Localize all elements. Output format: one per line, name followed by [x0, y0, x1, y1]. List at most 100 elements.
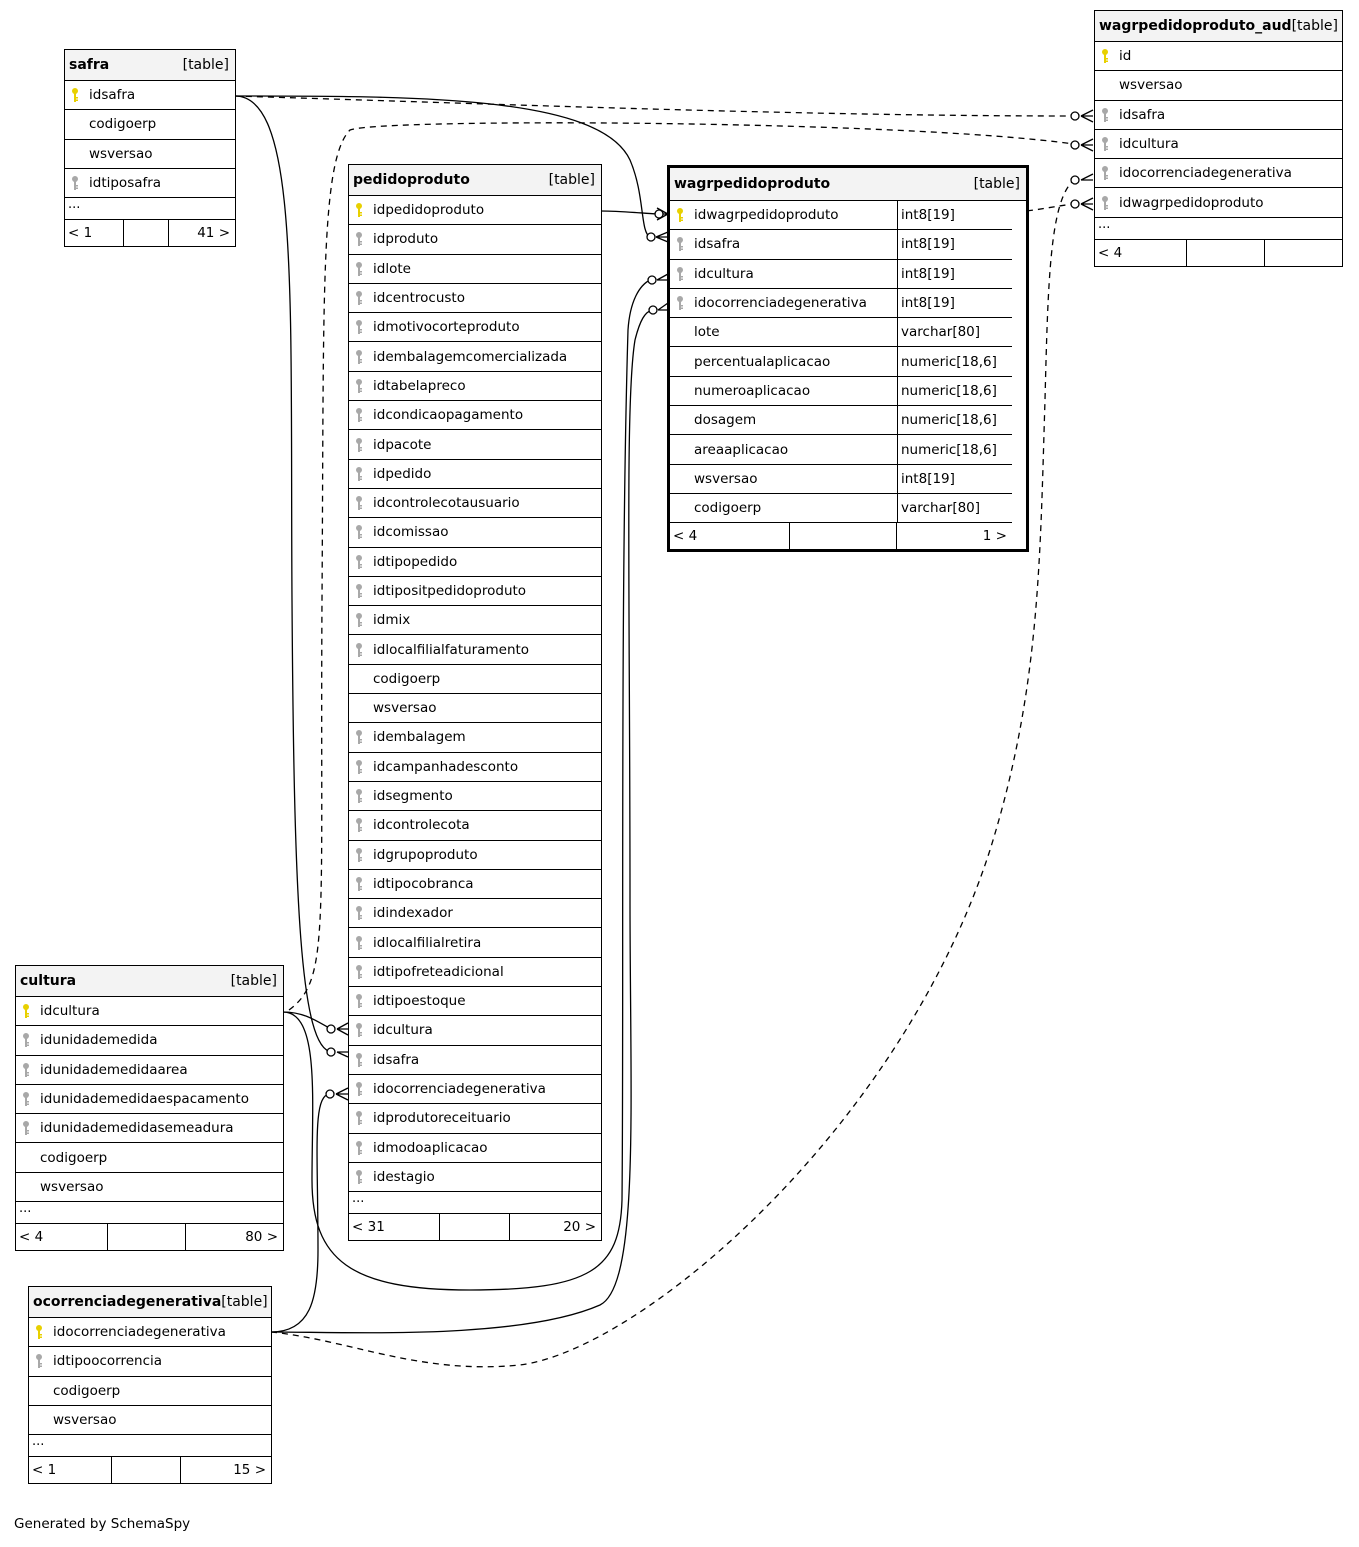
foreign-key-icon	[670, 295, 690, 311]
column-row[interactable]: idtipofreteadicional	[349, 958, 601, 988]
column-row[interactable]: idpedidoproduto	[349, 196, 601, 226]
table-header: pedidoproduto [table]	[349, 165, 601, 196]
column-name: idtipoocorrencia	[53, 1353, 163, 1370]
column-row[interactable]: idcampanhadesconto	[349, 753, 601, 782]
foreign-key-icon	[349, 642, 369, 658]
column-row[interactable]: idtipopedido	[349, 548, 601, 577]
column-row[interactable]: wsversao	[349, 694, 601, 724]
column-row[interactable]: idlocalfilialretira	[349, 928, 601, 958]
column-row[interactable]: idtiposafra	[65, 169, 235, 199]
primary-key-icon	[29, 1324, 49, 1340]
column-row[interactable]: idgrupoproduto	[349, 841, 601, 870]
column-row[interactable]: codigoerp	[29, 1377, 271, 1406]
column-row[interactable]: wsversao	[29, 1406, 271, 1436]
children-count[interactable]: < 4	[670, 523, 790, 550]
column-row[interactable]: idocorrenciadegenerativa	[29, 1318, 271, 1348]
column-row[interactable]: idwagrpedidoproduto	[1095, 188, 1342, 218]
parents-count[interactable]	[1265, 240, 1342, 266]
column-row[interactable]: idmodoaplicacao	[349, 1134, 601, 1163]
table-type: [table]	[973, 176, 1020, 192]
children-count[interactable]: < 1	[65, 220, 124, 247]
column-name: idpedido	[373, 465, 432, 482]
table-type: [table]	[1291, 18, 1338, 34]
foreign-key-icon	[349, 231, 369, 247]
column-row[interactable]: idestagio	[349, 1163, 601, 1193]
column-row[interactable]: wsversao	[65, 140, 235, 169]
column-row[interactable]: idtipoocorrencia	[29, 1347, 271, 1377]
column-row[interactable]: idcondicaopagamento	[349, 401, 601, 431]
column-row[interactable]: idcultura	[1095, 130, 1342, 160]
column-row[interactable]: idindexador	[349, 899, 601, 929]
column-row[interactable]: idpacote	[349, 430, 601, 460]
column-row[interactable]: idunidademedida	[16, 1026, 283, 1056]
column-row[interactable]: codigoerp	[349, 665, 601, 695]
column-row[interactable]: idmotivocorteproduto	[349, 313, 601, 343]
children-count[interactable]: < 4	[1095, 239, 1187, 266]
column-row[interactable]: idembalagem	[349, 723, 601, 753]
column-row[interactable]: idcentrocusto	[349, 284, 601, 314]
children-count[interactable]: < 1	[29, 1457, 112, 1484]
parents-count[interactable]: 20 >	[563, 1219, 596, 1236]
column-row[interactable]: idlocalfilialfaturamento	[349, 635, 601, 665]
column-row[interactable]: idunidademedidaespacamento	[16, 1085, 283, 1115]
children-count[interactable]: < 31	[349, 1214, 440, 1241]
column-type: int8[19]	[897, 288, 1012, 318]
column-type: varchar[80]	[897, 493, 1012, 523]
table-wagrpedidoproduto[interactable]: wagrpedidoproduto [table] idwagrpedidopr…	[667, 165, 1029, 553]
column-row[interactable]: idtipositpedidoproduto	[349, 577, 601, 607]
foreign-key-icon	[349, 407, 369, 423]
column-row[interactable]: wsversao	[1095, 71, 1342, 101]
column-row[interactable]: idlote	[349, 255, 601, 284]
column-row[interactable]: idsafra	[1095, 101, 1342, 130]
column-row[interactable]: idcontrolecota	[349, 811, 601, 841]
column-row[interactable]: idtipocobranca	[349, 870, 601, 900]
column-row[interactable]: idcultura	[349, 1016, 601, 1046]
column-row[interactable]: codigoerp	[65, 110, 235, 140]
column-row[interactable]: idcultura	[16, 997, 283, 1027]
parents-count[interactable]: 1 >	[982, 528, 1007, 545]
children-count[interactable]: < 4	[16, 1224, 108, 1251]
column-row[interactable]: idocorrenciadegenerativa	[1095, 159, 1342, 189]
column-row[interactable]: idtabelapreco	[349, 372, 601, 402]
column-row[interactable]: wsversao	[16, 1173, 283, 1203]
column-row[interactable]: idproduto	[349, 225, 601, 255]
table-ocorrenciadegenerativa[interactable]: ocorrenciadegenerativa [table] idocorren…	[28, 1286, 272, 1485]
column-row[interactable]: codigoerp	[16, 1143, 283, 1173]
column-row[interactable]: idunidademedidaarea	[16, 1056, 283, 1085]
column-row[interactable]: idcomissao	[349, 518, 601, 548]
column-row[interactable]: id	[1095, 42, 1342, 72]
column-row[interactable]: idunidademedidasemeadura	[16, 1114, 283, 1144]
more-columns: ...	[29, 1435, 271, 1458]
column-row[interactable]: idocorrenciadegenerativa	[349, 1075, 601, 1105]
column-row[interactable]: idprodutoreceituario	[349, 1104, 601, 1134]
column-row[interactable]: idembalagemcomercializada	[349, 342, 601, 372]
column-row[interactable]: idsafra	[349, 1046, 601, 1075]
edge-safra-pedidoproduto	[234, 95, 333, 1053]
parents-count[interactable]: 15 >	[233, 1462, 266, 1479]
column-row[interactable]: idcontrolecotausuario	[349, 489, 601, 519]
parents-count[interactable]: 80 >	[245, 1229, 278, 1246]
column-row[interactable]: idsafra	[65, 81, 235, 111]
table-footer: < 1 41 >	[65, 220, 235, 247]
column-name: codigoerp	[89, 116, 157, 133]
parents-count[interactable]: 41 >	[197, 225, 230, 242]
column-row[interactable]: idsegmento	[349, 782, 601, 812]
column-row[interactable]: idpedido	[349, 460, 601, 489]
column-row[interactable]: idmix	[349, 606, 601, 636]
column-row[interactable]: idtipoestoque	[349, 987, 601, 1017]
